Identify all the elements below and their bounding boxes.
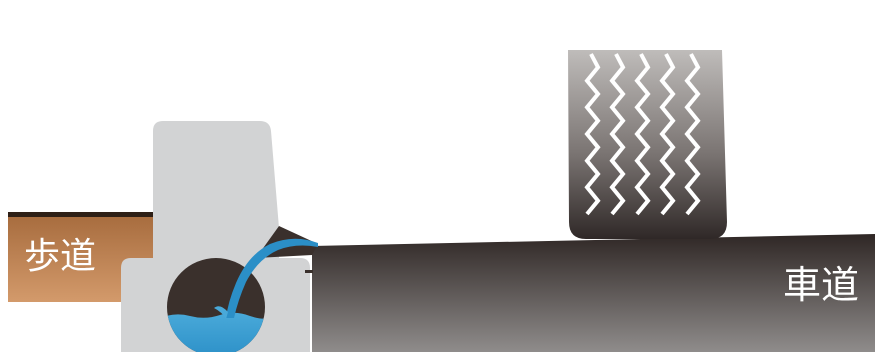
tread-line	[659, 53, 676, 216]
curb-upper	[153, 121, 279, 262]
sidewalk-top-edge	[8, 212, 153, 217]
tire-treads	[584, 53, 701, 216]
water-stream	[226, 238, 318, 318]
tread-line	[634, 53, 651, 216]
road-surface	[312, 234, 875, 352]
water-splash	[214, 306, 228, 319]
tread-line	[684, 53, 701, 216]
tire	[568, 50, 727, 239]
roadway-label: 車道	[783, 263, 859, 307]
tread-line	[584, 53, 601, 216]
roadway: 車道	[312, 234, 875, 352]
tread-line	[609, 53, 626, 216]
sidewalk-label: 歩道	[24, 236, 96, 277]
curb-step-mark	[305, 270, 313, 273]
